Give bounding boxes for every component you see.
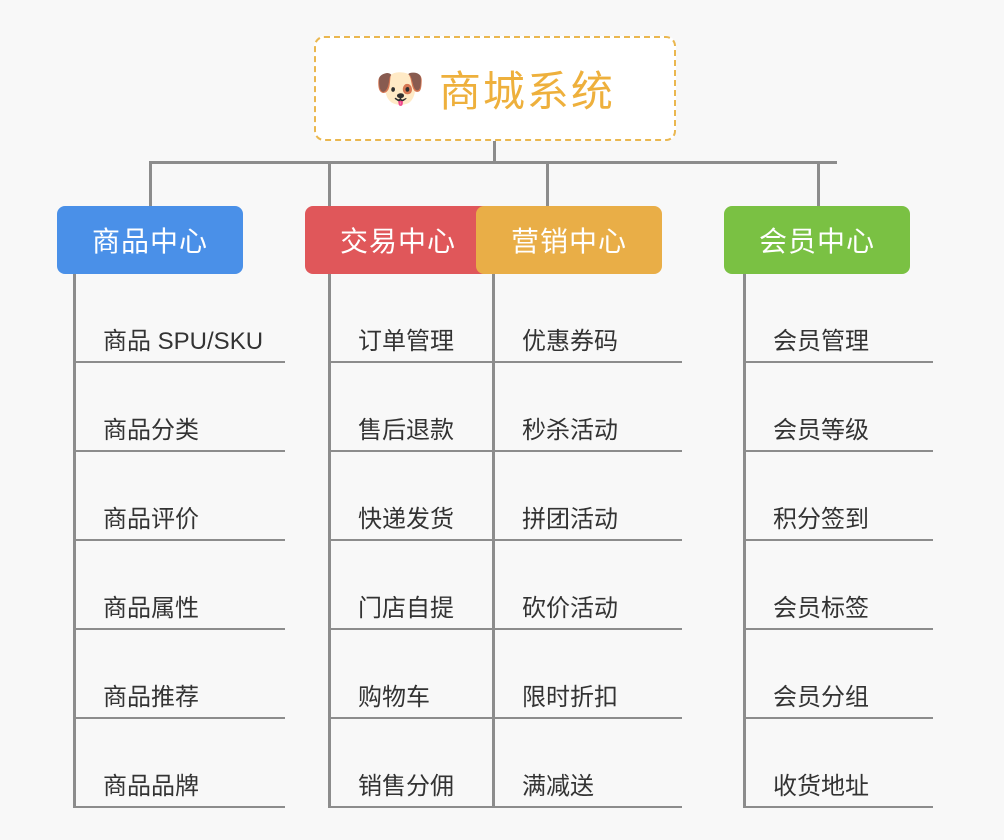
leaf-item-label: 优惠券码 (522, 327, 618, 355)
leaf-item-label: 商品分类 (103, 416, 199, 444)
leaf-item-label: 拼团活动 (522, 505, 618, 533)
leaf-item-label: 收货地址 (773, 772, 869, 800)
leaf-item[interactable]: 秒杀活动 (492, 363, 682, 452)
leaf-item-label: 商品评价 (103, 505, 199, 533)
leaf-item-label: 门店自提 (358, 594, 454, 622)
root-title: 商城系统 (438, 68, 615, 115)
leaf-item[interactable]: 购物车 (328, 630, 518, 719)
leaf-item-label: 商品品牌 (103, 772, 199, 800)
root-node[interactable]: 🐶 商城系统 (314, 36, 676, 141)
leaf-item[interactable]: 会员标签 (743, 541, 933, 630)
branch-drop-connector (149, 161, 152, 206)
branch-trunk-connector (328, 274, 331, 808)
branch-header-3[interactable]: 营销中心 (476, 206, 662, 274)
leaf-item-label: 商品 SPU/SKU (103, 327, 264, 355)
branch-trunk-connector (743, 274, 746, 808)
leaf-item[interactable]: 会员分组 (743, 630, 933, 719)
leaf-item[interactable]: 商品分类 (73, 363, 285, 452)
leaf-item-label: 会员分组 (773, 683, 869, 711)
branch-bus-connector (149, 161, 837, 164)
leaf-item-label: 限时折扣 (522, 683, 618, 711)
branch-header-label: 商品中心 (91, 226, 208, 257)
leaf-item[interactable]: 砍价活动 (492, 541, 682, 630)
leaf-item[interactable]: 优惠券码 (492, 274, 682, 363)
leaf-item[interactable]: 拼团活动 (492, 452, 682, 541)
root-stem-connector (493, 141, 496, 163)
leaf-item[interactable]: 快递发货 (328, 452, 518, 541)
leaf-item-label: 会员标签 (773, 594, 869, 622)
leaf-item-label: 订单管理 (358, 327, 454, 355)
leaf-item-label: 满减送 (522, 772, 594, 800)
leaf-item-label: 购物车 (358, 683, 430, 711)
leaf-item-label: 售后退款 (358, 416, 454, 444)
leaf-item-label: 商品属性 (103, 594, 199, 622)
branch-header-label: 营销中心 (510, 226, 627, 257)
shiba-dog-face-icon: 🐶 (375, 66, 425, 111)
branch-drop-connector (817, 161, 820, 206)
leaf-item-label: 秒杀活动 (522, 416, 618, 444)
leaf-item[interactable]: 商品品牌 (73, 719, 285, 808)
leaf-item-label: 会员管理 (773, 327, 869, 355)
leaf-item-label: 快递发货 (358, 505, 454, 533)
leaf-item[interactable]: 商品 SPU/SKU (73, 274, 285, 363)
leaf-item-label: 砍价活动 (522, 594, 618, 622)
branch-header-label: 会员中心 (758, 226, 875, 257)
branch-header-1[interactable]: 商品中心 (57, 206, 243, 274)
branch-trunk-connector (73, 274, 76, 808)
leaf-item[interactable]: 商品属性 (73, 541, 285, 630)
branch-header-label: 交易中心 (339, 226, 456, 257)
leaf-item[interactable]: 收货地址 (743, 719, 933, 808)
branch-drop-connector (546, 161, 549, 206)
leaf-item[interactable]: 商品评价 (73, 452, 285, 541)
branch-drop-connector (328, 161, 331, 206)
leaf-item[interactable]: 积分签到 (743, 452, 933, 541)
branch-trunk-connector (492, 274, 495, 808)
leaf-item[interactable]: 销售分佣 (328, 719, 518, 808)
leaf-item[interactable]: 会员管理 (743, 274, 933, 363)
leaf-item[interactable]: 售后退款 (328, 363, 518, 452)
leaf-item-label: 会员等级 (773, 416, 869, 444)
branch-header-4[interactable]: 会员中心 (724, 206, 910, 274)
leaf-item-label: 销售分佣 (358, 772, 454, 800)
leaf-item[interactable]: 限时折扣 (492, 630, 682, 719)
leaf-item-label: 商品推荐 (103, 683, 199, 711)
leaf-item[interactable]: 满减送 (492, 719, 682, 808)
leaf-item[interactable]: 商品推荐 (73, 630, 285, 719)
leaf-item[interactable]: 门店自提 (328, 541, 518, 630)
leaf-item[interactable]: 订单管理 (328, 274, 518, 363)
leaf-item-label: 积分签到 (773, 505, 869, 533)
branch-header-2[interactable]: 交易中心 (305, 206, 491, 274)
leaf-item[interactable]: 会员等级 (743, 363, 933, 452)
